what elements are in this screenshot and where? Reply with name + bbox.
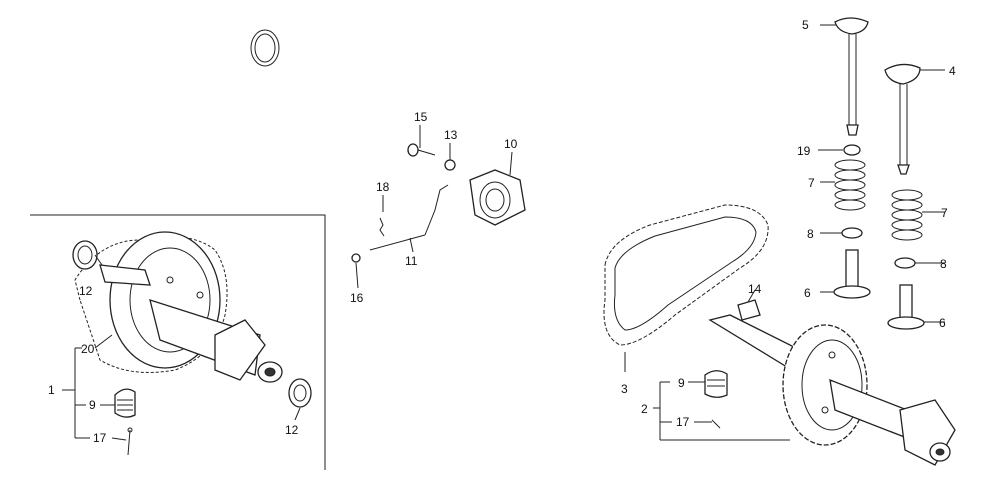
callout-16: 16 bbox=[350, 291, 364, 305]
callout-10: 10 bbox=[504, 137, 518, 151]
weight-9-left bbox=[114, 388, 136, 418]
callout-18: 18 bbox=[376, 180, 390, 194]
spring-7-left bbox=[820, 159, 866, 211]
callout-5: 5 bbox=[802, 18, 809, 32]
left-group-frame bbox=[30, 214, 326, 470]
callout-8-right: 8 bbox=[940, 257, 947, 271]
guide-6-right bbox=[887, 284, 945, 330]
callout-2: 2 bbox=[641, 402, 648, 416]
seal-8-right bbox=[894, 257, 945, 269]
callout-12-right: 12 bbox=[285, 423, 299, 437]
callout-lines-right bbox=[653, 381, 790, 441]
nut-13 bbox=[444, 143, 456, 171]
callout-1: 1 bbox=[48, 383, 55, 397]
washer-12-left bbox=[72, 240, 98, 270]
callout-20: 20 bbox=[81, 342, 95, 356]
weight-9-right bbox=[704, 370, 728, 398]
callout-17-right: 17 bbox=[676, 415, 690, 429]
callout-13: 13 bbox=[444, 128, 458, 142]
callout-11: 11 bbox=[405, 254, 418, 268]
bracket-10 bbox=[469, 151, 526, 226]
washer-12-right bbox=[288, 378, 312, 408]
pin-17-right bbox=[711, 419, 721, 429]
callout-4: 4 bbox=[949, 64, 956, 78]
callout-9-right: 9 bbox=[678, 376, 685, 390]
clip-16 bbox=[351, 253, 361, 289]
callout-17-left: 17 bbox=[93, 431, 107, 445]
callout-7-right: 7 bbox=[941, 206, 948, 220]
callout-3: 3 bbox=[621, 382, 628, 396]
callout-lines-left bbox=[62, 254, 301, 441]
bolt-15 bbox=[407, 125, 436, 157]
callout-14: 14 bbox=[748, 282, 762, 296]
pin-17-left bbox=[127, 427, 133, 456]
camshaft-gear-left bbox=[74, 231, 283, 383]
retainer-19 bbox=[818, 144, 861, 156]
callout-9-left: 9 bbox=[89, 398, 96, 412]
callout-15: 15 bbox=[414, 110, 428, 124]
o-ring bbox=[250, 29, 280, 67]
guide-6-left bbox=[820, 249, 871, 299]
callout-6-right: 6 bbox=[939, 316, 946, 330]
shaft-11 bbox=[369, 184, 449, 253]
spring-7-right bbox=[891, 189, 945, 241]
valve-4 bbox=[884, 63, 945, 175]
timing-chain bbox=[603, 204, 769, 372]
callout-6-left: 6 bbox=[804, 286, 811, 300]
seal-8-left bbox=[820, 227, 863, 239]
valve-5 bbox=[820, 17, 869, 136]
callout-7-left: 7 bbox=[808, 176, 815, 190]
pin-18 bbox=[379, 195, 385, 237]
callout-8-left: 8 bbox=[807, 227, 814, 241]
camshaft-sprocket-right bbox=[708, 289, 956, 466]
callout-12-left: 12 bbox=[79, 284, 93, 298]
callout-19: 19 bbox=[797, 144, 811, 158]
